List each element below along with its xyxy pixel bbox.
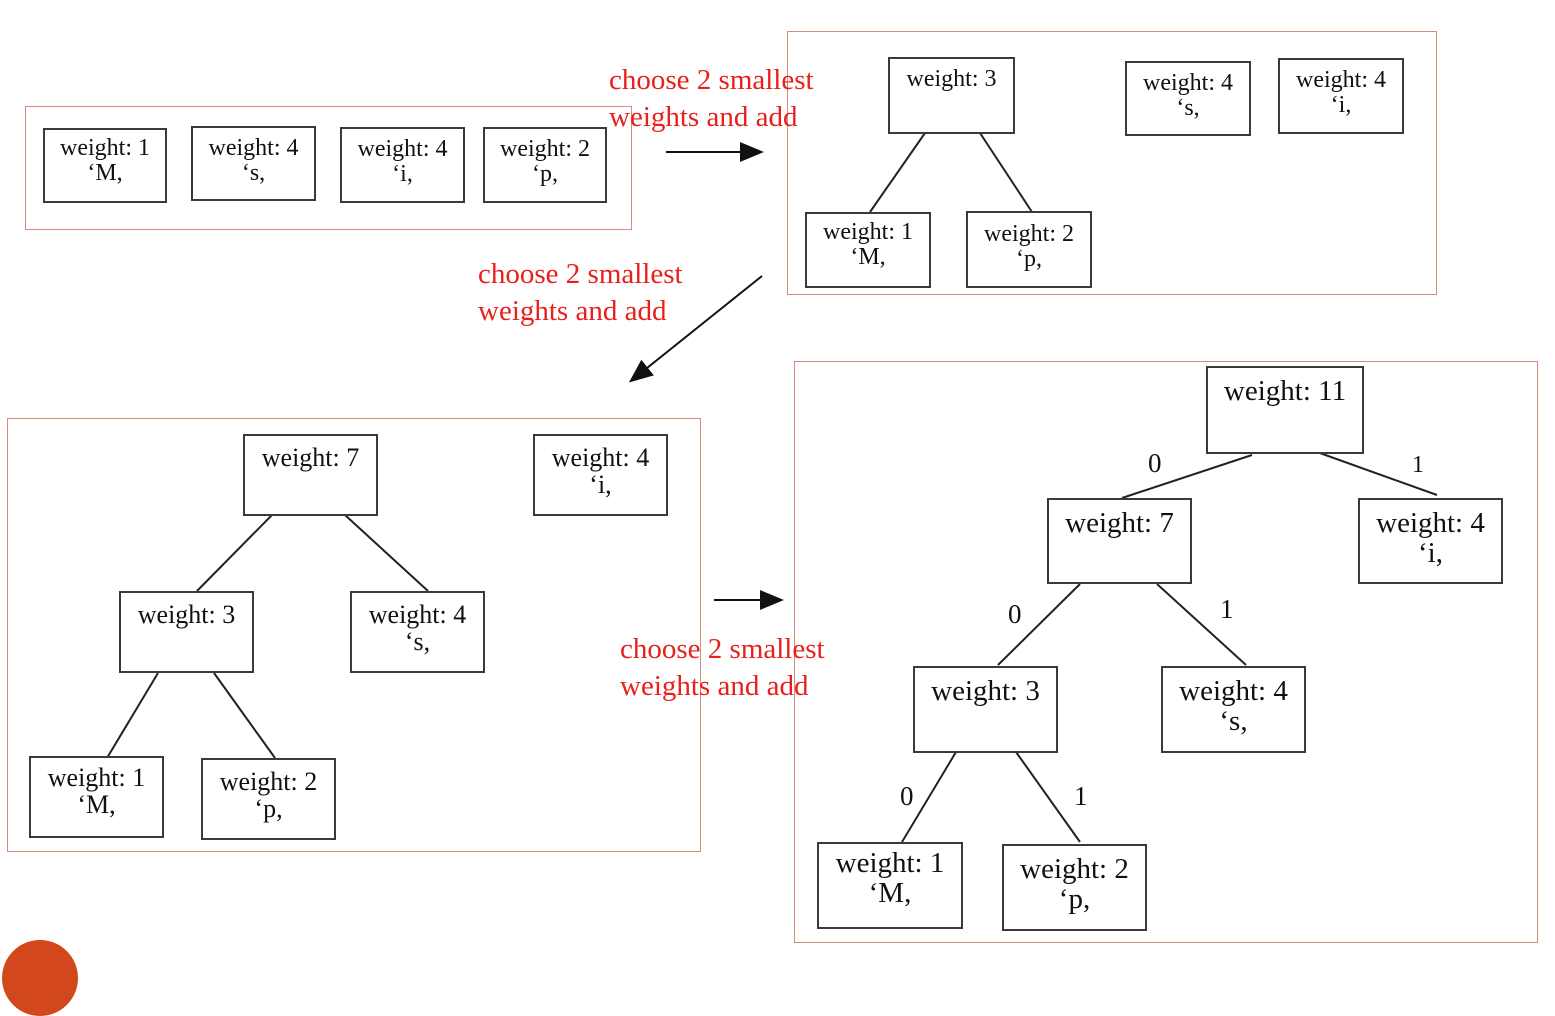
node-weight: weight: 4 [208, 135, 299, 161]
node-m: weight: 1 ‘M, [817, 842, 963, 929]
node-3: weight: 3 [119, 591, 254, 673]
node-weight: weight: 3 [931, 675, 1040, 707]
node-weight: weight: 11 [1223, 375, 1347, 407]
edge [997, 583, 1081, 666]
node-s: weight: 4 ‘s, [191, 126, 316, 201]
node-p: weight: 2 ‘p, [966, 211, 1092, 288]
node-char: ‘p, [254, 794, 283, 824]
edge [196, 514, 273, 592]
step3-caption: choose 2 smallest weights and add [620, 631, 825, 705]
stage4-panel [794, 361, 1538, 943]
node-m: weight: 1 ‘M, [805, 212, 931, 288]
connector-lines [106, 132, 1438, 843]
edge [106, 672, 159, 759]
node-s: weight: 4 ‘s, [1125, 61, 1251, 136]
edge [1015, 751, 1081, 843]
node-weight: weight: 2 [984, 221, 1074, 247]
bit-label: 0 [900, 781, 914, 811]
node-7: weight: 7 [243, 434, 378, 516]
node-11: weight: 11 [1206, 366, 1364, 454]
node-i: weight: 4 ‘i, [1278, 58, 1404, 134]
node-weight: weight: 2 [500, 136, 590, 162]
bit-label: 0 [1008, 599, 1022, 629]
edge [1156, 583, 1247, 666]
edge [901, 751, 957, 843]
caption-line: weights and add [478, 295, 667, 327]
node-char: ‘i, [1330, 92, 1352, 119]
node-weight: weight: 1 [60, 135, 150, 161]
step2-caption: choose 2 smallest weights and add [478, 256, 683, 330]
node-3: weight: 3 [913, 666, 1058, 753]
edge [213, 672, 276, 759]
node-weight: weight: 4 [357, 136, 448, 162]
node-weight: weight: 4 [551, 443, 650, 472]
node-char: ‘M, [850, 244, 886, 271]
node-s: weight: 4 ‘s, [1161, 666, 1306, 753]
node-i: weight: 4 ‘i, [340, 127, 465, 203]
caption-line: weights and add [620, 670, 809, 702]
node-char: ‘i, [589, 470, 612, 500]
caption-line: choose 2 smallest [609, 64, 814, 96]
bit-label: 1 [1220, 594, 1234, 624]
caption-line: weights and add [609, 101, 798, 133]
stage3-panel [7, 418, 701, 852]
caption-line: choose 2 smallest [478, 258, 683, 290]
node-char: ‘i, [392, 161, 413, 188]
edge [869, 132, 926, 213]
node-char: ‘s, [241, 160, 266, 187]
stage2-panel [787, 31, 1437, 295]
node-weight: weight: 7 [1065, 507, 1174, 539]
node-m: weight: 1 ‘M, [43, 128, 167, 203]
node-p: weight: 2 ‘p, [483, 127, 607, 203]
node-weight: weight: 4 [1376, 507, 1485, 539]
node-char: ‘M, [77, 790, 116, 820]
node-char: ‘p, [1016, 246, 1042, 273]
node-p: weight: 2 ‘p, [201, 758, 336, 840]
node-char: ‘p, [1058, 883, 1091, 916]
node-weight: weight: 1 [47, 763, 146, 792]
node-char: ‘M, [868, 877, 912, 910]
edge [979, 132, 1033, 213]
node-char: ‘M, [87, 160, 123, 187]
stage1-panel [25, 106, 632, 230]
node-char: ‘s, [1176, 95, 1200, 122]
bit-label: 1 [1412, 452, 1424, 478]
node-char: ‘p, [532, 161, 558, 188]
node-weight: weight: 7 [261, 443, 360, 472]
node-weight: weight: 4 [1179, 675, 1288, 707]
step1-caption: choose 2 smallest weights and add [609, 62, 814, 136]
arrow-step2 [628, 275, 763, 383]
node-weight: weight: 4 [1296, 67, 1386, 93]
node-char: ‘s, [404, 627, 431, 657]
node-weight: weight: 2 [1020, 853, 1129, 885]
node-char: ‘s, [1219, 705, 1248, 738]
node-weight: weight: 1 [823, 219, 913, 245]
edge [1121, 454, 1253, 499]
node-char: ‘i, [1418, 537, 1443, 570]
edge [1316, 451, 1438, 496]
caption-line: choose 2 smallest [620, 633, 825, 665]
node-i: weight: 4 ‘i, [1358, 498, 1503, 584]
edge [344, 514, 429, 592]
slide-logo-dot [2, 940, 78, 1016]
node-weight: weight: 4 [1143, 70, 1233, 96]
node-p: weight: 2 ‘p, [1002, 844, 1147, 931]
node-m: weight: 1 ‘M, [29, 756, 164, 838]
node-weight: weight: 3 [906, 66, 997, 92]
node-i: weight: 4 ‘i, [533, 434, 668, 516]
node-7: weight: 7 [1047, 498, 1192, 584]
node-weight: weight: 2 [219, 767, 318, 796]
node-weight: weight: 1 [835, 847, 945, 879]
node-s: weight: 4 ‘s, [350, 591, 485, 673]
node-3: weight: 3 [888, 57, 1015, 134]
bit-label: 1 [1074, 781, 1088, 811]
node-weight: weight: 4 [368, 600, 467, 629]
node-weight: weight: 3 [137, 600, 236, 629]
bit-label: 0 [1148, 448, 1162, 478]
